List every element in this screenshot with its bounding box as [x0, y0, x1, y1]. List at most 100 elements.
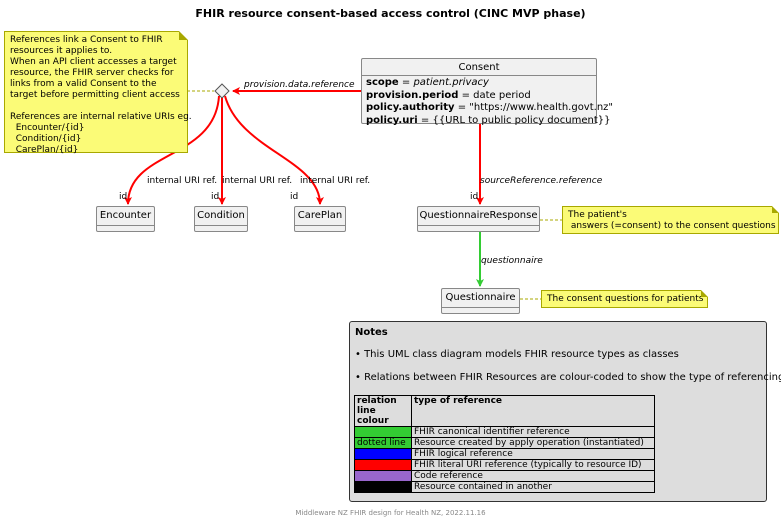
diagram-title: FHIR resource consent-based access contr… [195, 7, 586, 20]
consent-attribute: provision.period = date period [366, 90, 613, 103]
consent-attribute-value: "https://www.health.govt.nz" [469, 102, 614, 113]
notes-bullet-2: • Relations between FHIR Resources are c… [355, 372, 781, 383]
note-fold [701, 290, 708, 297]
note-references-line: CarePlan/{id} [10, 145, 79, 155]
legend-description: FHIR logical reference [411, 448, 655, 460]
note-questionnaire-response: The patient's answers (=consent) to the … [562, 206, 779, 234]
consent-attribute-value: date period [473, 89, 531, 101]
class-encounter: Encounter [96, 206, 155, 232]
class-divider [418, 225, 539, 226]
label-id-careplan: id [290, 192, 299, 202]
consent-attribute: policy.uri = {{URL to public policy docu… [366, 115, 613, 128]
label-id-condition: id [211, 192, 220, 202]
class-condition-name: Condition [197, 210, 245, 221]
legend-header-col1-line1: relation [357, 396, 397, 406]
note-references-line: target before permitting client access [10, 90, 180, 100]
class-careplan: CarePlan [294, 206, 346, 232]
consent-attribute-equals: = [417, 114, 433, 126]
legend-swatch [354, 481, 412, 493]
consent-attribute-value: {{URL to public policy document}} [432, 114, 611, 126]
label-source-reference: sourceReference.reference [480, 176, 603, 186]
notes-heading: Notes [355, 327, 388, 338]
legend-description: Resource contained in another [411, 481, 655, 493]
note-q-text: The consent questions for patients [547, 294, 704, 304]
consent-attribute-key: scope [366, 77, 399, 88]
legend-header-col1-line2: line colour [357, 406, 389, 426]
consent-attribute-value: patient.privacy [413, 77, 489, 88]
legend-description: Code reference [411, 470, 655, 482]
legend-swatch [354, 448, 412, 460]
class-questionnaire: Questionnaire [441, 288, 520, 314]
class-questionnaire-response-name: QuestionnaireResponse [419, 210, 538, 221]
note-references-line: resource, the FHIR server checks for [10, 68, 174, 78]
consent-attribute-equals: = [398, 77, 414, 88]
note-fold [179, 31, 188, 40]
note-references-line: Encounter/{id} [10, 123, 85, 133]
note-qr-line1: The patient's [568, 210, 627, 220]
label-questionnaire: questionnaire [481, 256, 543, 266]
legend-table: relation line colour type of reference F… [354, 395, 655, 493]
legend-swatch: dotted line [354, 437, 412, 449]
legend-row: Code reference [354, 470, 655, 482]
label-internal-uri-3: internal URI ref. [300, 176, 371, 186]
consent-attribute: policy.authority = "https://www.health.g… [366, 102, 613, 115]
legend-row: FHIR logical reference [354, 448, 655, 460]
consent-attribute-key: policy.uri [366, 114, 418, 126]
legend-header-row: relation line colour type of reference [354, 395, 655, 427]
label-internal-uri-2: internal URI ref. [222, 176, 293, 186]
label-internal-uri-1: internal URI ref. [147, 176, 218, 186]
legend-description: FHIR canonical identifier reference [411, 426, 655, 438]
legend-row: Resource contained in another [354, 481, 655, 493]
footer: Middleware NZ FHIR design for Health NZ,… [295, 509, 486, 517]
note-fold [772, 206, 779, 213]
label-id-qr: id [470, 192, 479, 202]
legend-header-col2: type of reference [411, 395, 655, 427]
note-references-line: Condition/{id} [10, 134, 82, 144]
note-references-line: When an API client accesses a target [10, 57, 177, 67]
edge-to-careplan [224, 95, 324, 205]
legend-swatch [354, 459, 412, 471]
note-references-line: links from a valid Consent to the [10, 79, 157, 89]
notes-panel: Notes • This UML class diagram models FH… [349, 321, 781, 502]
edge-to-encounter [124, 95, 220, 205]
class-questionnaire-response: QuestionnaireResponse [417, 206, 540, 232]
consent-attribute: scope = patient.privacy [366, 77, 613, 90]
legend-row: FHIR literal URI reference (typically to… [354, 459, 655, 471]
legend-header-col1: relation line colour [354, 395, 412, 427]
class-condition: Condition [194, 206, 248, 232]
legend-description: FHIR literal URI reference (typically to… [411, 459, 655, 471]
legend-swatch [354, 426, 412, 438]
label-provision-reference: provision.data.reference [244, 80, 355, 90]
legend-row: FHIR canonical identifier reference [354, 426, 655, 438]
class-divider [442, 307, 519, 308]
note-qr-line2: answers (=consent) to the consent questi… [568, 221, 776, 231]
class-careplan-name: CarePlan [297, 210, 343, 221]
note-references-line: References are internal relative URIs eg… [10, 112, 192, 122]
consent-attribute-key: policy.authority [366, 102, 455, 113]
consent-attribute-equals: = [458, 89, 474, 101]
label-id-encounter: id [119, 192, 128, 202]
notes-bullet-1: • This UML class diagram models FHIR res… [355, 349, 679, 360]
note-references-line [10, 101, 187, 112]
note-references-line: References link a Consent to FHIR [10, 35, 163, 45]
consent-attribute-equals: = [454, 102, 470, 113]
class-divider [97, 225, 154, 226]
association-diamond [214, 83, 230, 99]
class-consent-name: Consent [458, 62, 500, 73]
class-divider [195, 225, 247, 226]
legend-swatch [354, 470, 412, 482]
class-encounter-name: Encounter [99, 210, 152, 221]
legend-description: Resource created by apply operation (ins… [411, 437, 655, 449]
note-references-line: resources it applies to. [10, 46, 113, 56]
consent-attribute-key: provision.period [366, 89, 459, 101]
class-divider [362, 75, 596, 76]
class-questionnaire-name: Questionnaire [445, 292, 516, 303]
note-questionnaire: The consent questions for patients [541, 290, 708, 308]
class-divider [295, 225, 345, 226]
